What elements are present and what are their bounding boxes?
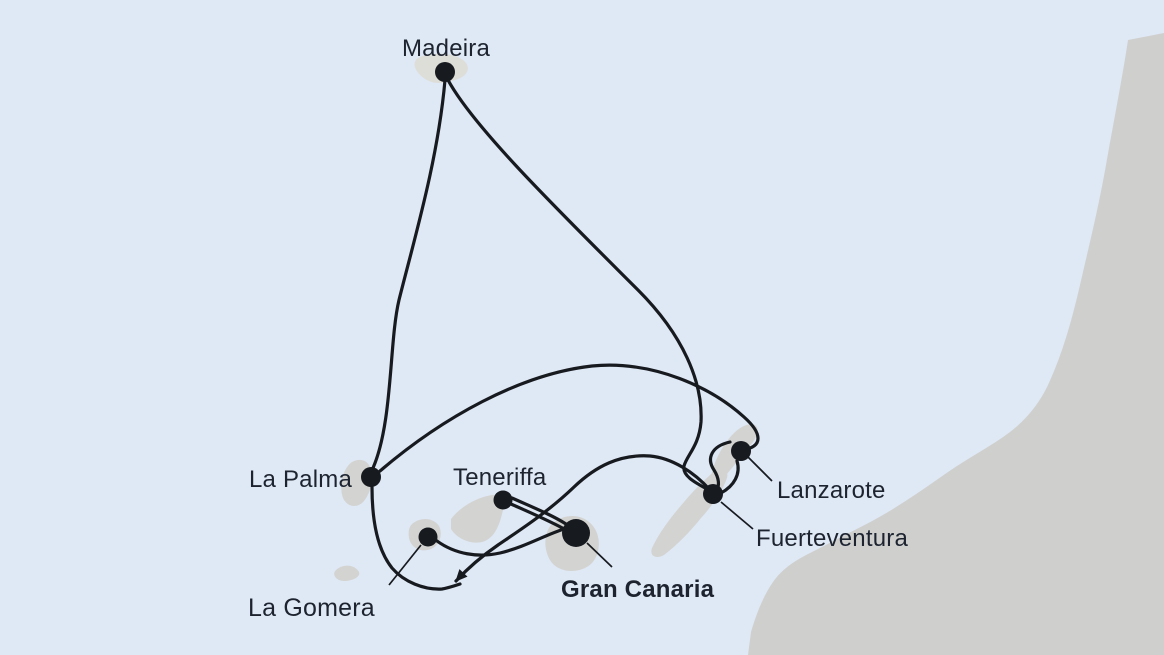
port-label-la-gomera: La Gomera [248, 594, 375, 622]
la-gomera-leader [388, 544, 422, 586]
route-lines-layer [370, 78, 760, 591]
port-labels-layer: Madeira La Palma Teneriffa La Gomera Gran Ca… [248, 35, 908, 622]
route-segment-madeira-to-fuerteventura [446, 78, 709, 491]
route-segment-madeira-to-la-palma [371, 78, 447, 470]
port-label-teneriffa: Teneriffa [453, 464, 547, 491]
port-dot-gran-canaria [562, 519, 590, 547]
port-dot-teneriffa [493, 490, 513, 510]
port-dot-la-palma [361, 467, 381, 487]
port-label-gran-canaria: Gran Canaria [561, 576, 715, 603]
islands-layer [334, 33, 1164, 655]
port-label-lanzarote: Lanzarote [777, 477, 886, 504]
port-dots-layer [361, 62, 751, 547]
route-segment-la-palma-loop-south [370, 485, 462, 591]
port-dot-la-gomera [418, 527, 438, 547]
route-segment-fuerteventura-arc-to-arrow [454, 454, 712, 583]
africa-coast [748, 33, 1164, 655]
lanzarote-leader [747, 456, 773, 482]
port-dot-fuerteventura [703, 484, 723, 504]
el-hierro-island [334, 565, 360, 581]
port-label-madeira: Madeira [402, 35, 491, 62]
port-dot-madeira [435, 62, 455, 82]
fuerteventura-island [651, 467, 728, 557]
route-segment-teneriffa-to-gran-canaria-a [510, 496, 568, 526]
route-segment-la-gomera-to-gran-canaria [435, 527, 566, 557]
port-dot-lanzarote [731, 441, 751, 461]
route-segment-lanzarote-to-fuerteventura-outer [719, 459, 740, 495]
leader-lines-layer [388, 456, 773, 586]
port-label-la-palma: La Palma [249, 466, 352, 493]
fuerteventura-leader [720, 501, 754, 530]
route-segment-la-palma-to-lanzarote [378, 363, 760, 473]
gran-canaria-leader [586, 542, 613, 568]
port-label-fuerteventura: Fuerteventura [756, 525, 908, 552]
teneriffa-island [451, 494, 504, 543]
